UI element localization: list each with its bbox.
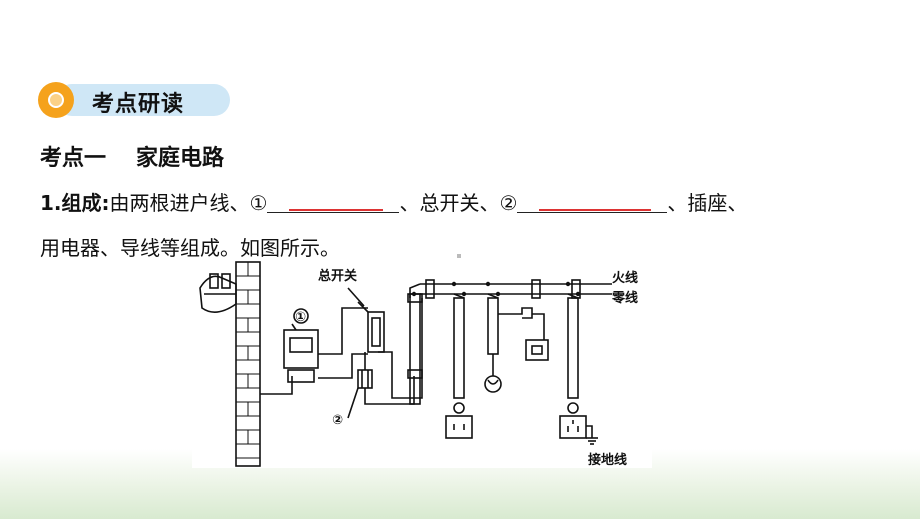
household-circuit-diagram: 总开关 ① ② 火线 零线 接地线 (192, 258, 652, 468)
decorative-dot (457, 254, 461, 258)
topic-heading: 考点一 家庭电路 (40, 140, 224, 172)
section-tag-label: 考点研读 (92, 92, 185, 117)
answer-blank-2[interactable] (517, 190, 668, 213)
section-tag: 考点研读 (38, 82, 230, 118)
label-meter-marker: ① (295, 310, 306, 325)
paragraph-line-1: 1.组成:由两根进户线、① 、总开关、② 、插座、 (40, 187, 747, 216)
label-fuse-marker: ② (332, 413, 343, 428)
label-main-switch: 总开关 (318, 268, 357, 284)
answer-blank-1[interactable] (267, 190, 400, 213)
topic-number: 考点一 (40, 146, 107, 171)
text-segment-2: 、总开关、② (399, 191, 518, 215)
answer-blank-2-mark (539, 209, 652, 211)
topic-title: 家庭电路 (136, 146, 225, 171)
label-live-wire: 火线 (612, 270, 638, 286)
paragraph-line-2: 用电器、导线等组成。如图所示。 (40, 236, 340, 260)
section-tag-pill (56, 84, 230, 116)
answer-blank-1-mark (289, 209, 384, 211)
circle-bullet-icon (38, 82, 74, 118)
text-segment-1: 由两根进户线、① (109, 191, 268, 215)
label-neutral-wire: 零线 (611, 290, 638, 306)
item-number: 1.组成: (40, 191, 110, 215)
text-segment-3: 、插座、 (667, 191, 748, 215)
label-ground-wire: 接地线 (588, 452, 627, 468)
